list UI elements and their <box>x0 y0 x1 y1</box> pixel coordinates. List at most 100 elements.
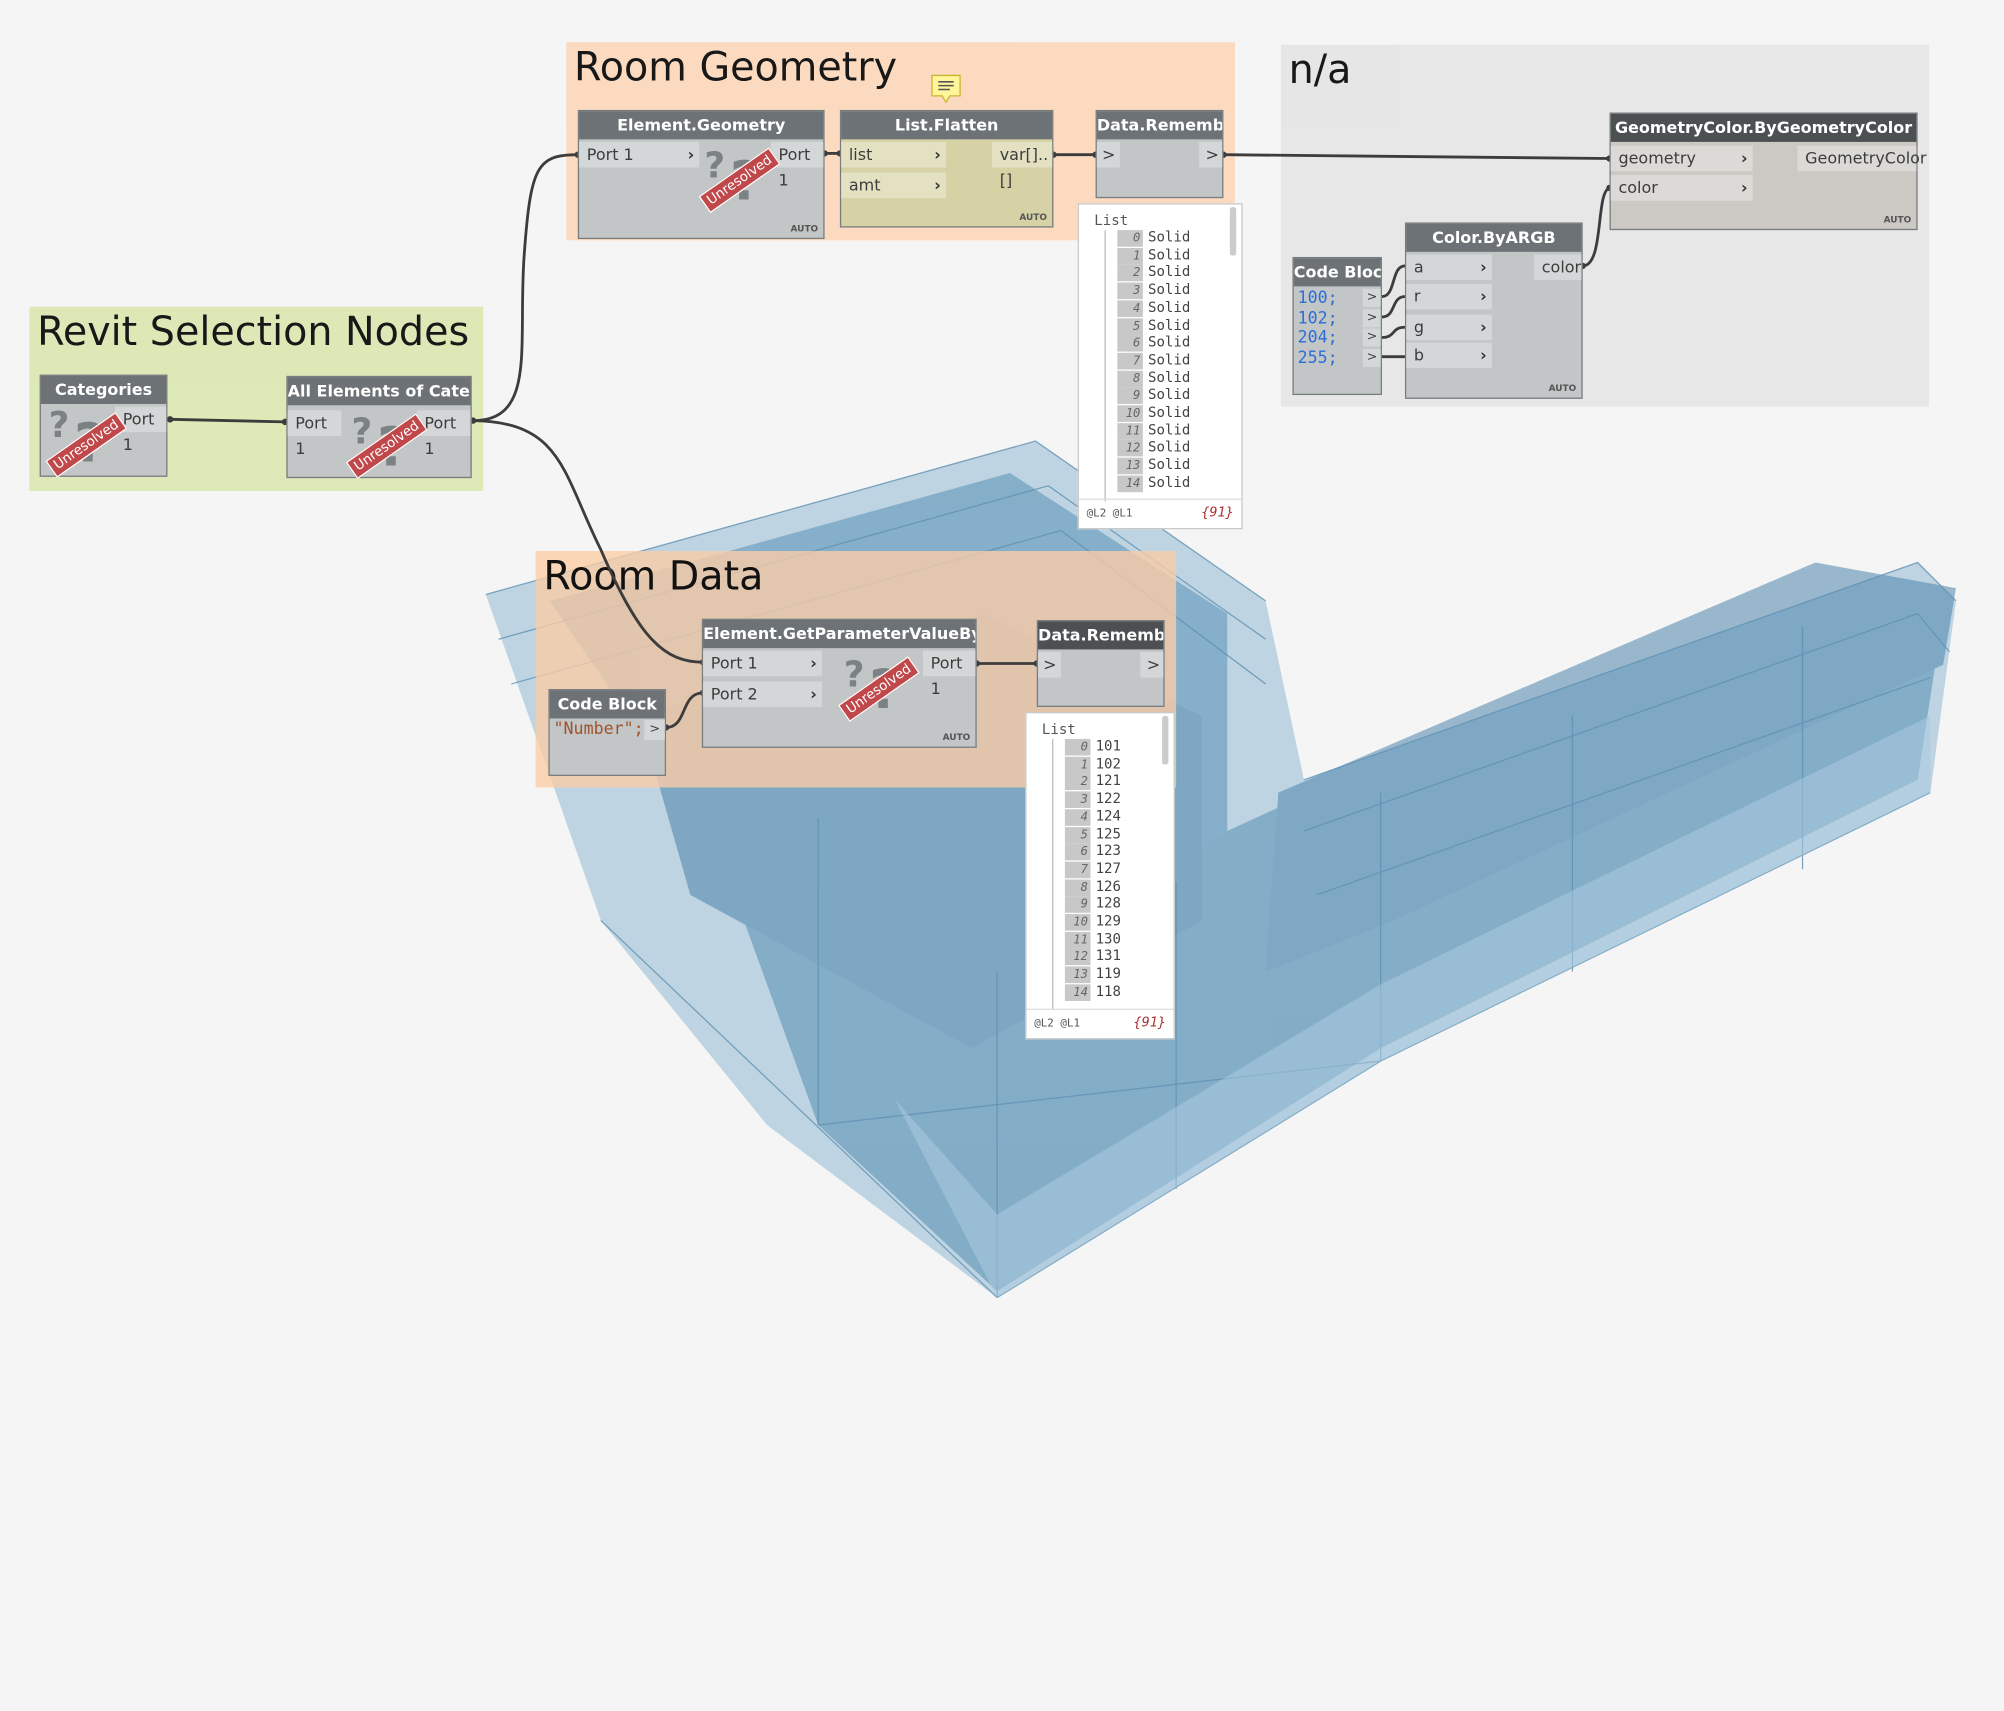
input-port-color[interactable]: color› <box>1610 175 1753 201</box>
list-value: 118 <box>1095 982 1121 1000</box>
list-index: 9 <box>1064 896 1091 914</box>
list-count: {91} <box>1201 504 1234 521</box>
list-header: List <box>1094 212 1129 229</box>
input-port-list[interactable]: list› <box>841 141 947 168</box>
lacing-label[interactable]: AUTO <box>790 223 819 234</box>
node-element-geometry[interactable]: Element.Geometry Port 1› Port 1 ? ? Unre… <box>577 109 825 240</box>
output-port[interactable]: Port 1 <box>923 650 976 698</box>
lacing-label[interactable]: AUTO <box>942 732 971 743</box>
node-title: Element.Geometry <box>579 111 824 140</box>
input-port-2[interactable]: Port 2› <box>703 681 823 707</box>
list-index: 10 <box>1064 914 1091 931</box>
input-port[interactable]: > <box>1038 651 1062 678</box>
chevron-right-icon: › <box>934 144 941 164</box>
code-line[interactable]: 255; <box>1297 349 1338 369</box>
lacing-label[interactable]: AUTO <box>1548 383 1577 394</box>
list-index: 3 <box>1064 791 1091 809</box>
node-element-getparametervaluebyname[interactable]: Element.GetParameterValueByName Port 1› … <box>701 618 977 748</box>
list-value: Solid <box>1148 474 1191 491</box>
lacing-label[interactable]: AUTO <box>1019 212 1048 223</box>
list-value: Solid <box>1148 263 1191 281</box>
node-code-block-number[interactable]: Code Block "Number"; > <box>548 689 667 776</box>
input-port-r[interactable]: r› <box>1406 283 1492 310</box>
node-color-byargb[interactable]: Color.ByARGB a› r› g› b› color AUTO <box>1404 222 1583 399</box>
list-value: Solid <box>1148 281 1191 298</box>
list-levels[interactable]: @L2 @L1 <box>1034 1017 1081 1031</box>
group-title: Room Data <box>543 553 764 600</box>
input-port[interactable]: Port 1› <box>579 141 700 168</box>
node-all-elements-of-category[interactable]: All Elements of Category Port 1 Port 1 ?… <box>286 375 472 480</box>
node-categories[interactable]: Categories Port 1 ? ? Unresolved <box>39 374 168 478</box>
wire-categories-to-all-elements <box>169 417 286 424</box>
list-index: 5 <box>1064 826 1091 844</box>
node-title: Categories <box>40 375 167 404</box>
input-port[interactable]: Port 1 <box>287 410 342 458</box>
input-port[interactable]: > <box>1096 141 1120 168</box>
list-index: 6 <box>1064 843 1091 861</box>
input-port-b[interactable]: b› <box>1406 342 1492 369</box>
list-value: 119 <box>1095 965 1121 982</box>
wire-code-to-g <box>1381 325 1406 339</box>
list-value: Solid <box>1148 333 1191 351</box>
list-value: Solid <box>1148 368 1191 386</box>
output-port[interactable]: > <box>1362 309 1381 328</box>
node-title: Code Block <box>1293 258 1381 287</box>
tree-line <box>1052 738 1054 1010</box>
list-value: 121 <box>1095 772 1121 790</box>
node-list-flatten[interactable]: List.Flatten list› amt› var[]..[] AUTO <box>839 109 1054 228</box>
list-value: Solid <box>1148 456 1191 474</box>
input-port-geometry[interactable]: geometry› <box>1610 145 1753 172</box>
scrollbar[interactable] <box>1229 207 1237 256</box>
output-port[interactable]: var[]..[] <box>992 141 1053 189</box>
scrollbar[interactable] <box>1162 715 1169 765</box>
output-port[interactable]: GeometryColor <box>1797 145 1927 172</box>
question-mark-icon: ? <box>704 144 726 187</box>
speech-bubble-icon[interactable] <box>931 74 962 105</box>
node-title: List.Flatten <box>841 111 1053 140</box>
output-port[interactable]: > <box>1362 328 1381 347</box>
node-data-remember-geometry[interactable]: Data.Remember > > <box>1095 109 1224 199</box>
chevron-right-icon: › <box>1480 286 1487 306</box>
output-port[interactable]: > <box>1362 349 1381 367</box>
input-port-amt[interactable]: amt› <box>841 172 947 199</box>
lacing-label[interactable]: AUTO <box>1883 214 1912 225</box>
output-port[interactable]: Port 1 <box>416 410 471 458</box>
output-port[interactable]: > <box>644 719 665 741</box>
node-code-block-argb[interactable]: Code Block 100; 102; 204; 255; > > > > <box>1292 256 1382 396</box>
list-levels[interactable]: @L2 @L1 <box>1086 507 1133 521</box>
code-line[interactable]: 100; <box>1297 288 1338 309</box>
node-geometrycolor-bygeometrycolor[interactable]: GeometryColor.ByGeometryColor geometry› … <box>1609 112 1927 231</box>
input-port-1[interactable]: Port 1› <box>703 650 823 677</box>
unresolved-indicator: ? ? Unresolved <box>43 404 128 481</box>
node-title: All Elements of Category <box>287 377 471 406</box>
list-index: 0 <box>1064 738 1091 756</box>
code-line[interactable]: 204; <box>1297 328 1338 348</box>
code-line[interactable]: 102; <box>1297 309 1338 329</box>
output-port[interactable]: > <box>1362 288 1381 307</box>
input-port-a[interactable]: a› <box>1406 254 1492 280</box>
output-port[interactable]: color <box>1534 254 1582 280</box>
output-port[interactable]: > <box>1140 651 1164 678</box>
chevron-right-icon: › <box>810 653 817 673</box>
code-line[interactable]: "Number"; <box>553 719 644 739</box>
input-port-g[interactable]: g› <box>1406 314 1492 341</box>
list-index: 7 <box>1117 352 1143 370</box>
output-port[interactable]: > <box>1199 141 1223 168</box>
list-index: 14 <box>1117 475 1143 492</box>
list-index: 13 <box>1064 966 1091 984</box>
unresolved-indicator: ? ? Unresolved <box>697 142 781 216</box>
node-data-remember-data[interactable]: Data.Remember > > <box>1036 620 1165 707</box>
